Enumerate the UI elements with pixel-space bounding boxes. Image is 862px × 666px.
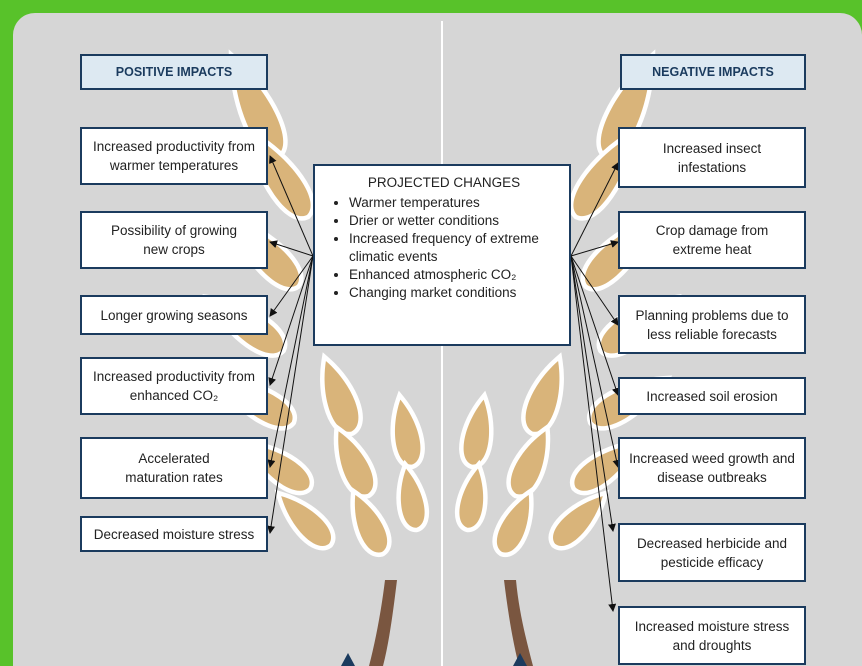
positive-impact-box: Increased productivity from enhanced CO₂: [80, 357, 268, 415]
negative-impact-box: Crop damage from extreme heat: [618, 211, 806, 269]
negative-impact-box: Increased insect infestations: [618, 127, 806, 188]
positive-impact-box: Accelerated maturation rates: [80, 437, 268, 499]
wheat-grain: [460, 398, 495, 467]
negative-impact-box: Increased soil erosion: [618, 377, 806, 415]
negative-impact-box: Decreased herbicide and pesticide effica…: [618, 523, 806, 582]
wheat-grain: [313, 356, 364, 436]
negative-impact-box: Increased moisture stress and droughts: [618, 606, 806, 665]
projected-change-item: Increased frequency of extreme climatic …: [349, 230, 559, 266]
wheat-grain: [389, 398, 424, 467]
positive-impact-box: Possibility of growing new crops: [80, 211, 268, 269]
stem-arrow-left: [341, 653, 355, 666]
projected-changes-title: PROJECTED CHANGES: [329, 174, 559, 192]
positive-impacts-header: POSITIVE IMPACTS: [80, 54, 268, 90]
negative-impact-box: Planning problems due to less reliable f…: [618, 295, 806, 354]
wheat-grain: [344, 490, 392, 557]
projected-changes-box: PROJECTED CHANGES Warmer temperatures Dr…: [313, 164, 571, 346]
wheat-grain: [395, 467, 428, 530]
projected-change-item: Warmer temperatures: [349, 194, 559, 212]
projected-change-item: Enhanced atmospheric CO₂: [349, 266, 559, 284]
wheat-grain: [273, 488, 338, 553]
projected-changes-list: Warmer temperatures Drier or wetter cond…: [329, 194, 559, 302]
wheat-grain: [547, 488, 612, 553]
stem-left: [369, 580, 397, 666]
projected-change-item: Changing market conditions: [349, 284, 559, 302]
negative-impacts-header: NEGATIVE IMPACTS: [620, 54, 806, 90]
positive-impact-box: Longer growing seasons: [80, 295, 268, 335]
wheat-grain: [491, 490, 539, 557]
stem-right: [504, 580, 533, 666]
projected-change-item: Drier or wetter conditions: [349, 212, 559, 230]
positive-impact-box: Decreased moisture stress: [80, 516, 268, 552]
diagram-panel: POSITIVE IMPACTS NEGATIVE IMPACTS Increa…: [13, 13, 862, 666]
positive-impact-box: Increased productivity from warmer tempe…: [80, 127, 268, 185]
wheat-grain: [520, 356, 571, 436]
negative-impact-box: Increased weed growth and disease outbre…: [618, 437, 806, 499]
wheat-grain: [456, 467, 489, 530]
